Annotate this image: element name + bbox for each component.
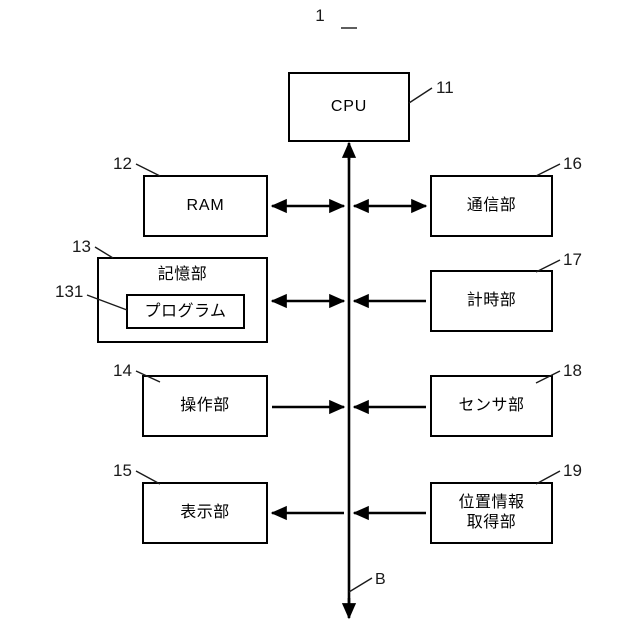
block-ram-label: RAM — [186, 197, 225, 214]
ref-numeral-18: 18 — [563, 361, 582, 380]
block-operation-label: 操作部 — [180, 397, 230, 414]
block-communication-label: 通信部 — [466, 197, 517, 214]
block-sensor-label: センサ部 — [458, 397, 525, 414]
block-display: 表示部 — [142, 482, 268, 544]
block-sensor: センサ部 — [430, 375, 553, 437]
block-storage-label: 記憶部 — [157, 266, 208, 283]
ref-numeral-15: 15 — [113, 461, 132, 480]
block-storage: 記憶部 プログラム — [97, 257, 268, 343]
figure-number: 1 — [315, 6, 325, 25]
block-location-label: 位置情報 取得部 — [458, 494, 525, 531]
ref-numeral-12: 12 — [113, 154, 132, 173]
block-timer: 計時部 — [430, 270, 553, 332]
block-program-label: プログラム — [144, 302, 227, 320]
block-display-label: 表示部 — [180, 504, 230, 521]
ref-numeral-17: 17 — [563, 250, 582, 269]
ref-numeral-14: 14 — [113, 361, 132, 380]
ref-numeral-16: 16 — [563, 154, 582, 173]
block-cpu-label: CPU — [330, 98, 368, 115]
ref-numeral-131: 131 — [55, 282, 84, 301]
block-location: 位置情報 取得部 — [430, 482, 553, 544]
leader-11 — [408, 87, 433, 104]
block-cpu: CPU — [288, 72, 410, 142]
ref-numeral-11: 11 — [436, 78, 454, 97]
bus-label-b: B — [375, 571, 386, 588]
block-timer-label: 計時部 — [466, 292, 517, 309]
block-program: プログラム — [126, 294, 245, 329]
leader-bus-b — [348, 577, 373, 593]
block-ram: RAM — [143, 175, 268, 237]
block-operation: 操作部 — [142, 375, 268, 437]
block-communication: 通信部 — [430, 175, 553, 237]
ref-numeral-19: 19 — [563, 461, 582, 480]
ref-numeral-13: 13 — [72, 237, 91, 256]
